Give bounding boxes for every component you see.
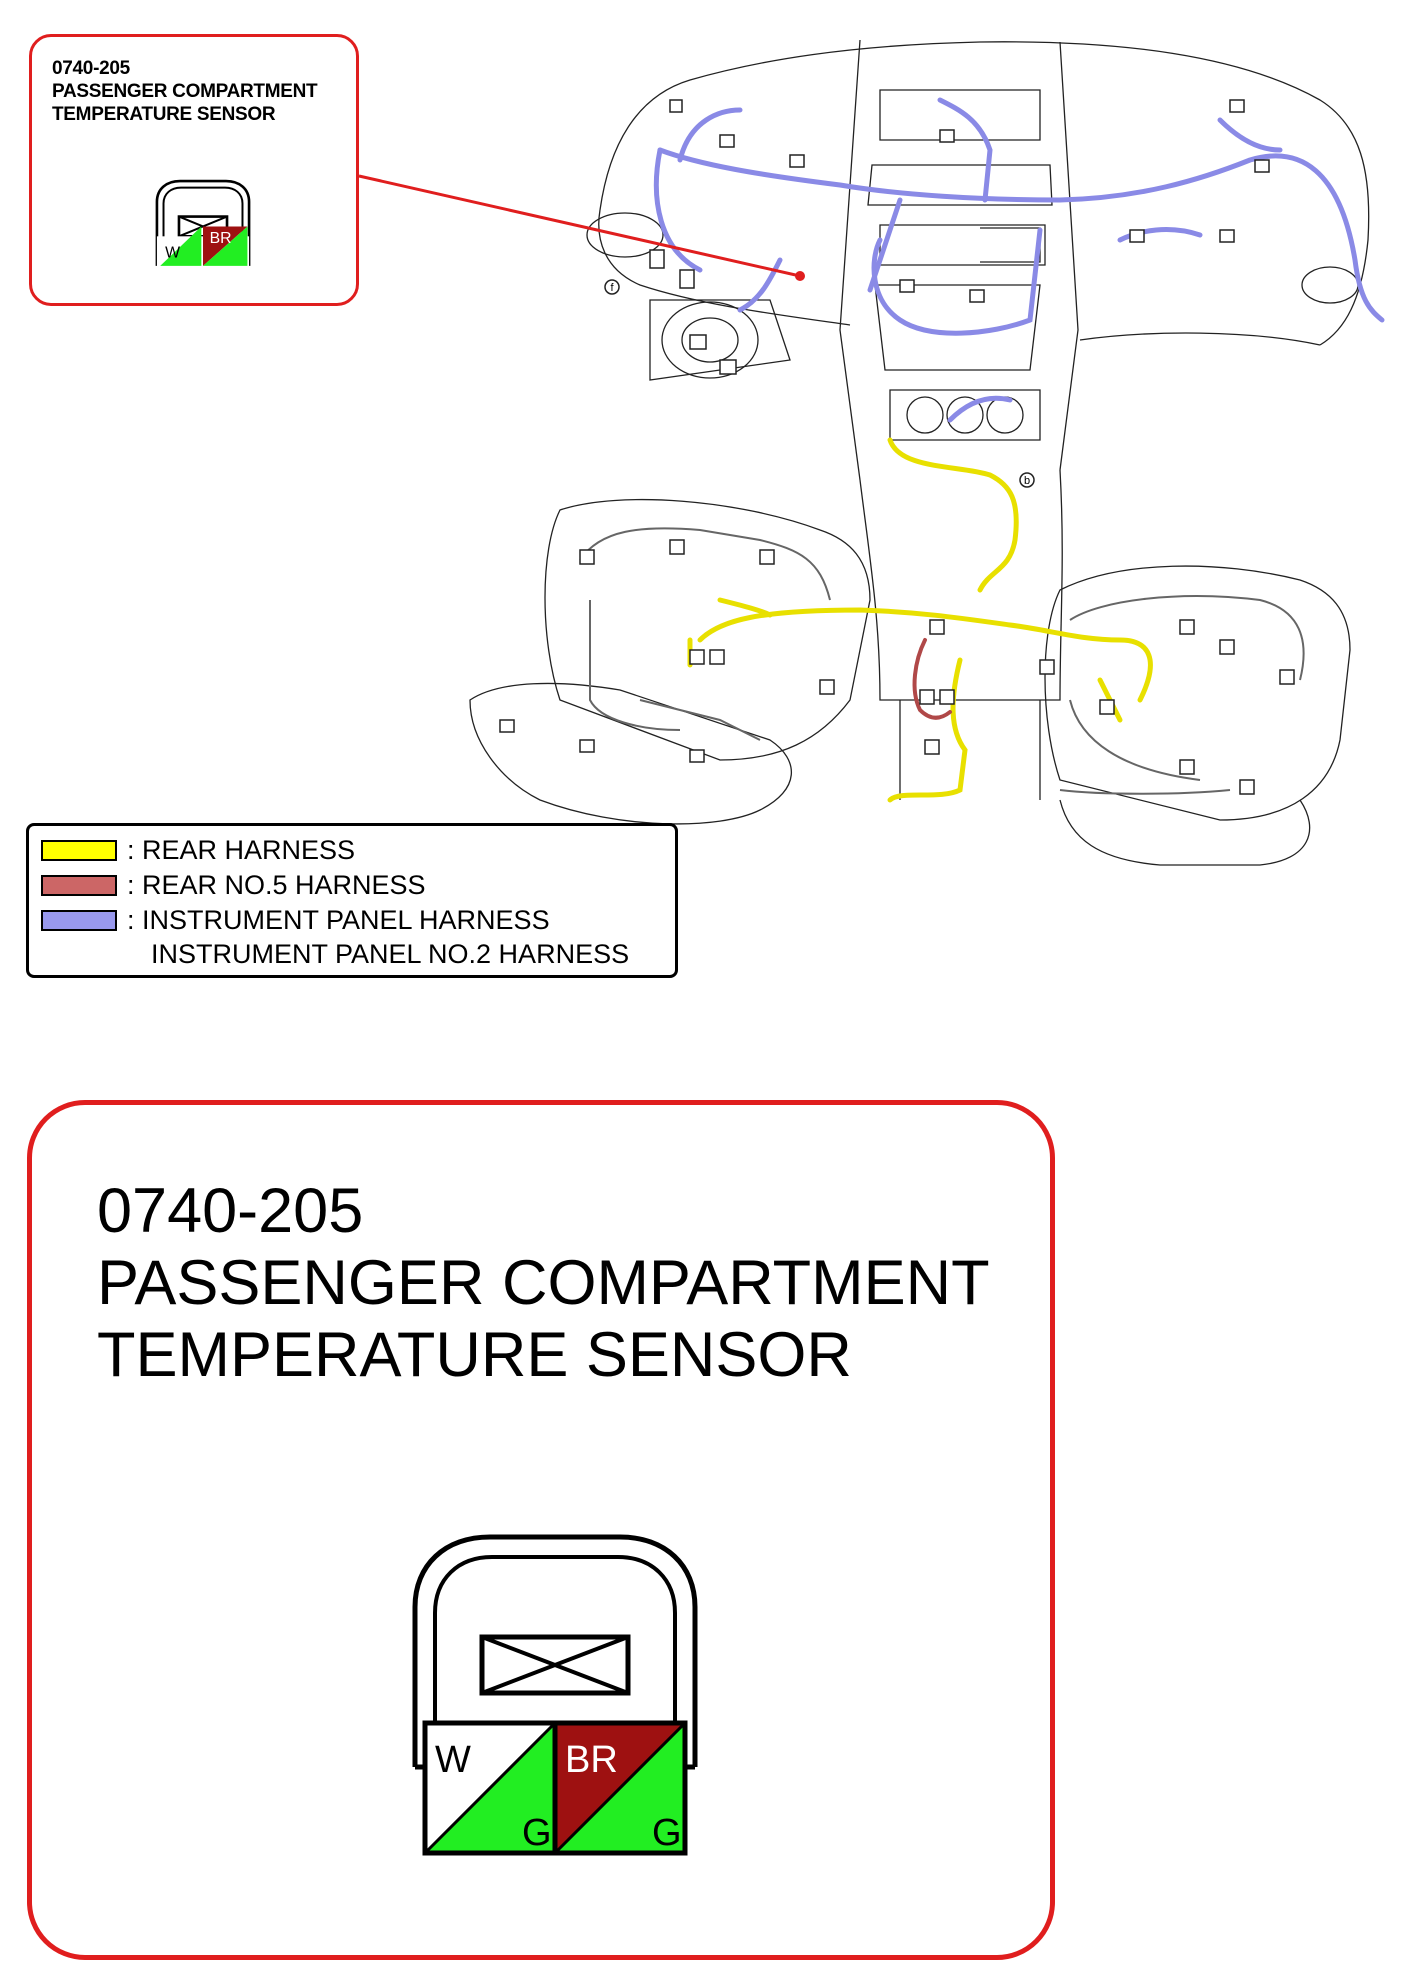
legend-item-rear-harness: : REAR HARNESS (41, 835, 355, 865)
small-callout: 0740-205 PASSENGER COMPARTMENT TEMPERATU… (29, 34, 359, 306)
pin-1-top-color: W (435, 1739, 471, 1781)
legend-swatch-instrument-panel-harness (41, 909, 117, 931)
large-callout-line2: TEMPERATURE SENSOR (97, 1320, 852, 1390)
connector-face-large: W G BR G (412, 1534, 698, 1856)
legend-label-instrument-panel-no2-harness: INSTRUMENT PANEL NO.2 HARNESS (151, 939, 630, 969)
legend-label-instrument-panel-harness: : INSTRUMENT PANEL HARNESS (127, 905, 550, 935)
connector-blocks (499, 99, 1295, 795)
legend-label-rear-harness: : REAR HARNESS (127, 835, 356, 865)
legend-item-instrument-panel-harness: : INSTRUMENT PANEL HARNESS (41, 905, 550, 935)
marker-b-label: b (1024, 475, 1030, 487)
marker-f-label: f (610, 282, 614, 294)
large-callout: 0740-205 PASSENGER COMPARTMENT TEMPERATU… (27, 1100, 1055, 1960)
rear-harness (687, 437, 1153, 803)
rear-no5-harness (912, 638, 952, 720)
marker-b-circle (1019, 472, 1035, 488)
pin-2-top-color: BR (565, 1739, 618, 1781)
interior-wiring-diagram: f b (469, 39, 1385, 866)
small-callout-line2: TEMPERATURE SENSOR (52, 104, 276, 125)
svg-text:BR: BR (210, 230, 232, 247)
harness-legend: : REAR HARNESS : REAR NO.5 HARNESS : INS… (26, 823, 678, 978)
large-callout-line1: PASSENGER COMPARTMENT (97, 1248, 990, 1318)
instrument-panel-harness (653, 97, 1385, 423)
legend-swatch-rear-harness (41, 839, 117, 861)
seat-wiring (579, 527, 1305, 795)
dashboard-outline (469, 39, 1370, 866)
svg-text:W: W (165, 245, 180, 262)
small-callout-code: 0740-205 (52, 58, 130, 79)
legend-item-rear-no5-harness: : REAR NO.5 HARNESS (41, 870, 426, 900)
legend-label-rear-no5-harness: : REAR NO.5 HARNESS (127, 870, 426, 900)
large-callout-code: 0740-205 (97, 1176, 364, 1246)
connector-face-small: W BR (155, 179, 251, 270)
pin-2-bottom-color: G (652, 1812, 682, 1854)
pin-1-bottom-color: G (522, 1812, 552, 1854)
legend-swatch-rear-no5-harness (41, 874, 117, 896)
small-callout-line1: PASSENGER COMPARTMENT (52, 81, 318, 102)
marker-f-circle (604, 279, 620, 295)
